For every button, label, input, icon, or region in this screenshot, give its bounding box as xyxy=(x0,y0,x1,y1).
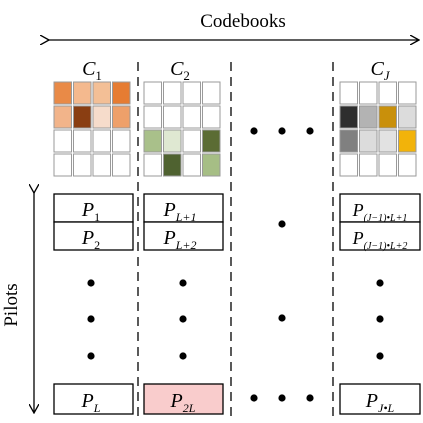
codebook-label-1: C1 xyxy=(82,58,102,83)
svg-text:PL+2: PL+2 xyxy=(163,227,197,252)
codebook-cell xyxy=(92,129,111,153)
codebook-cell xyxy=(53,129,72,153)
codebook-cell xyxy=(163,81,182,105)
codebook-cell xyxy=(398,129,417,153)
codebook-grid-2 xyxy=(143,81,221,177)
pilot-box-highlighted: P2L xyxy=(143,383,224,415)
pilot-box: P(J−1)•L+2 xyxy=(339,221,421,252)
codebook-cell xyxy=(202,81,221,105)
svg-text:P(J−1)•L+2: P(J−1)•L+2 xyxy=(352,228,408,252)
codebook-cell xyxy=(182,129,201,153)
codebook-cell xyxy=(339,81,358,105)
codebook-cell xyxy=(359,129,378,153)
pilot-column-2: PL+1 PL+2 P2L xyxy=(143,193,224,415)
svg-text:PL+1: PL+1 xyxy=(163,199,197,224)
svg-text:C1: C1 xyxy=(82,58,102,83)
codebook-cell xyxy=(378,81,397,105)
codebook-label-2: C2 xyxy=(170,58,190,83)
pilot-box: P2 xyxy=(53,221,134,252)
pilot-box: PL xyxy=(53,383,134,415)
codebook-cell xyxy=(378,129,397,153)
codebook-cell xyxy=(53,105,72,129)
svg-text:PJ•L: PJ•L xyxy=(365,390,395,415)
codebook-cell xyxy=(182,81,201,105)
pilot-box: P(J−1)•L+1 xyxy=(339,193,421,224)
codebook-cell xyxy=(202,105,221,129)
codebook-cell xyxy=(92,81,111,105)
pilot-box: PJ•L xyxy=(339,383,421,415)
pilot-ellipsis-dots xyxy=(87,220,384,402)
codebook-cell xyxy=(182,105,201,129)
codebook-cell xyxy=(398,153,417,177)
codebook-cell xyxy=(143,81,162,105)
codebook-cell xyxy=(143,105,162,129)
codebook-cell xyxy=(339,105,358,129)
codebook-cell xyxy=(202,129,221,153)
codebook-cell xyxy=(73,129,92,153)
codebook-cell xyxy=(359,105,378,129)
codebook-cell xyxy=(92,153,111,177)
codebook-cell xyxy=(143,153,162,177)
codebooks-title: Codebooks xyxy=(200,11,286,32)
pilot-column-j: P(J−1)•L+1 P(J−1)•L+2 PJ•L xyxy=(339,193,421,415)
codebook-cell xyxy=(339,129,358,153)
codebook-cell xyxy=(359,81,378,105)
codebook-cell xyxy=(73,81,92,105)
codebook-cell xyxy=(112,153,131,177)
codebook-cell xyxy=(53,81,72,105)
codebook-cell xyxy=(73,105,92,129)
codebook-grid-j xyxy=(339,81,417,177)
svg-text:PL: PL xyxy=(81,390,101,415)
codebook-cell xyxy=(398,81,417,105)
codebook-cell xyxy=(112,105,131,129)
codebook-cell xyxy=(339,153,358,177)
codebook-cell xyxy=(202,153,221,177)
pilot-column-1: P1 P2 PL xyxy=(53,193,134,415)
codebook-cell xyxy=(163,105,182,129)
svg-text:P2: P2 xyxy=(81,227,100,252)
pilots-label: Pilots xyxy=(1,283,22,326)
svg-text:CJ: CJ xyxy=(370,58,390,83)
codebook-cell xyxy=(163,153,182,177)
pilot-box: PL+2 xyxy=(143,221,224,252)
codebook-cell xyxy=(378,153,397,177)
codebook-grid-1 xyxy=(53,81,131,177)
codebook-cell xyxy=(182,153,201,177)
svg-text:P(J−1)•L+1: P(J−1)•L+1 xyxy=(352,200,408,224)
svg-text:P2L: P2L xyxy=(170,390,196,415)
codebook-cell xyxy=(73,153,92,177)
codebook-cell xyxy=(112,81,131,105)
codebook-cell xyxy=(112,129,131,153)
codebook-cell xyxy=(163,129,182,153)
codebook-cell xyxy=(398,105,417,129)
pilot-box: PL+1 xyxy=(143,193,224,224)
codebook-cell xyxy=(53,153,72,177)
codebook-cell xyxy=(143,129,162,153)
codebook-cell xyxy=(359,153,378,177)
codebook-cell xyxy=(92,105,111,129)
svg-text:P1: P1 xyxy=(81,199,100,224)
codebook-label-j: CJ xyxy=(370,58,390,83)
pilot-box: P1 xyxy=(53,193,134,224)
codebook-ellipsis xyxy=(250,127,314,135)
svg-text:C2: C2 xyxy=(170,58,190,83)
codebook-cell xyxy=(378,105,397,129)
